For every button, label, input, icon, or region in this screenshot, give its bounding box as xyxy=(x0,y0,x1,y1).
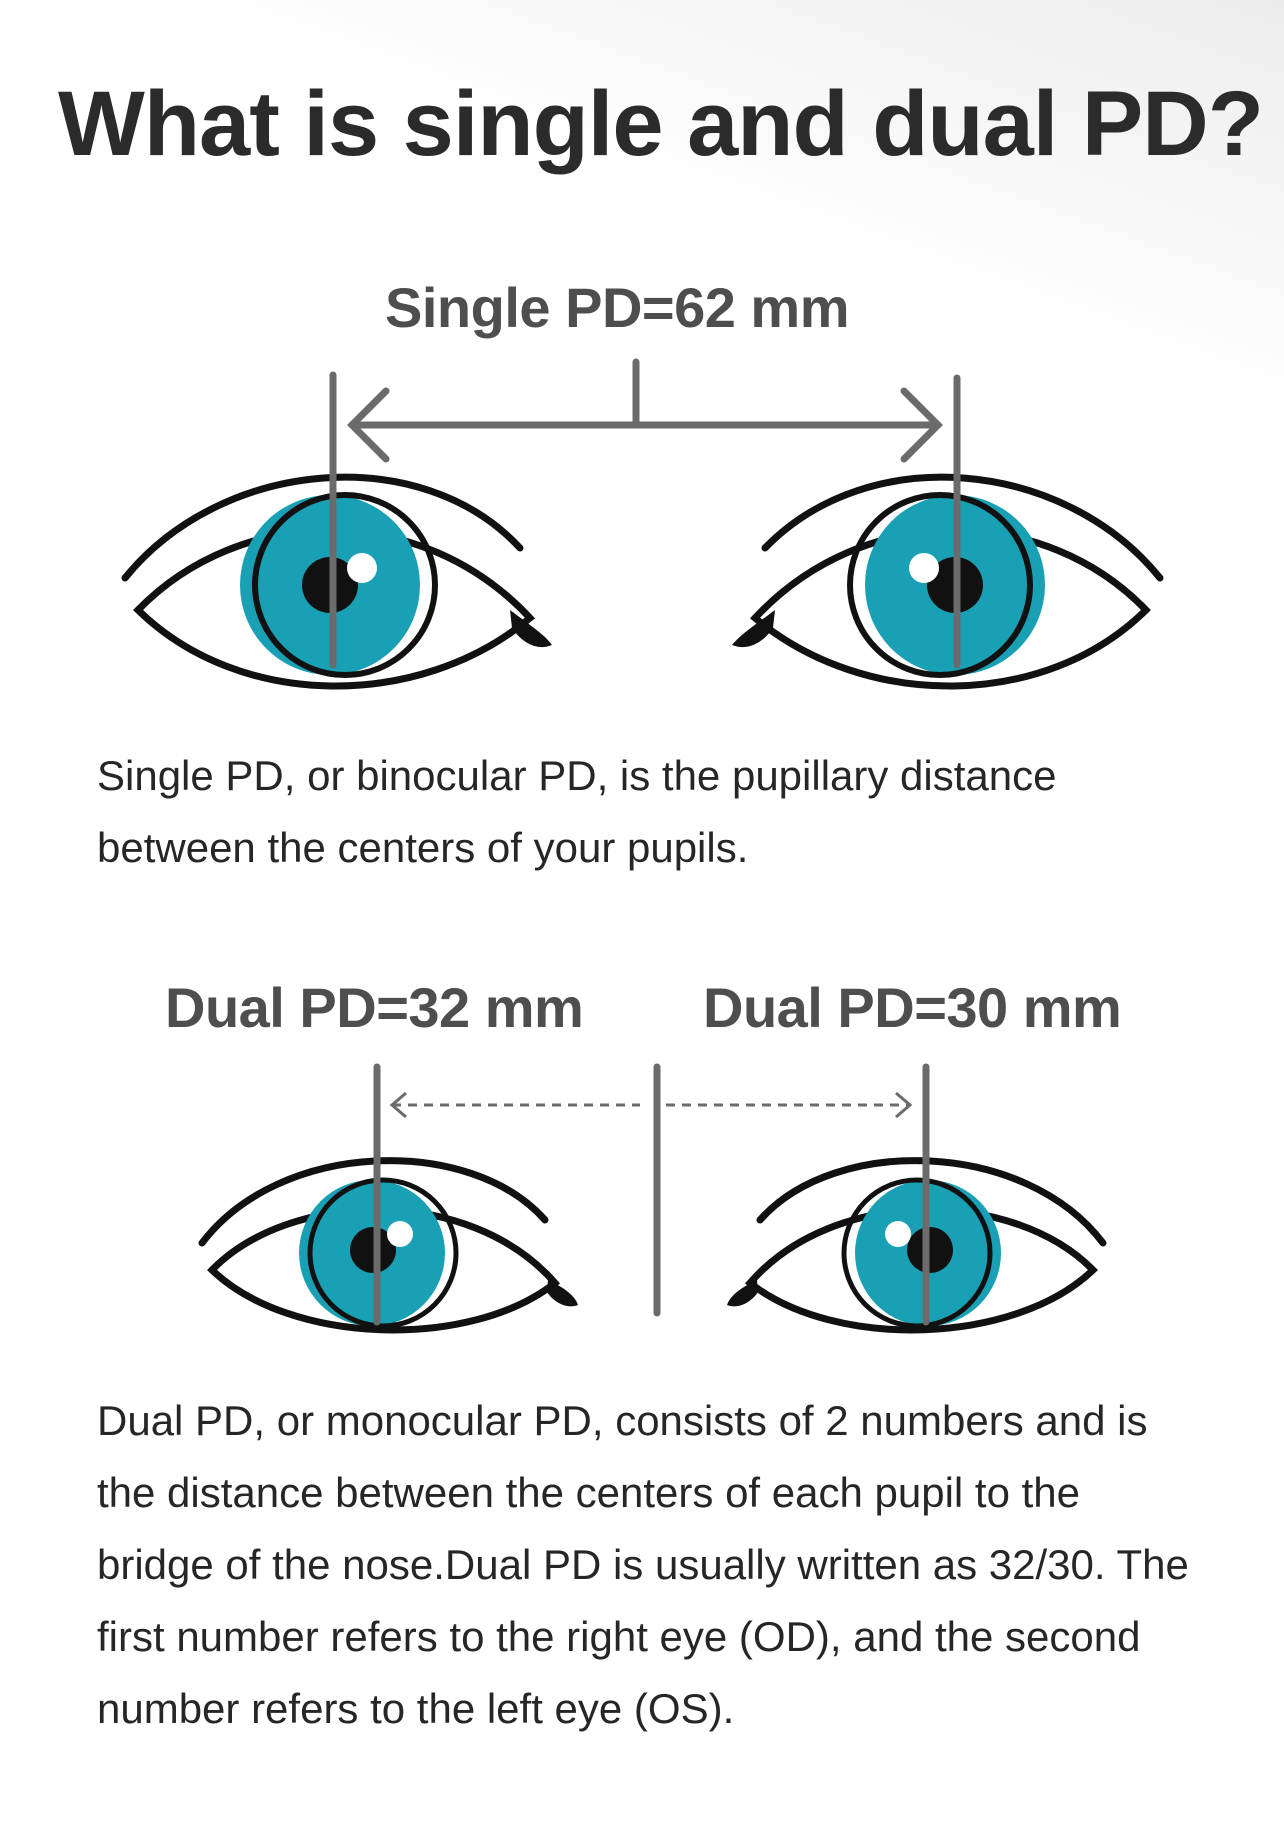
dual-left-eye-icon xyxy=(727,1157,1107,1334)
single-pd-label: Single PD=62 mm xyxy=(385,276,850,339)
single-pd-description: Single PD, or binocular PD, is the pupil… xyxy=(97,752,1057,871)
dual-right-eye-icon xyxy=(198,1157,578,1334)
dual-pd-arrows xyxy=(389,1091,913,1119)
single-pd-arrow xyxy=(347,358,943,463)
dual-pd-description: Dual PD, or monocular PD, consists of 2 … xyxy=(97,1397,1189,1732)
page-title: What is single and dual PD? xyxy=(58,73,1264,175)
dual-pd-right-label: Dual PD=32 mm xyxy=(165,976,584,1039)
dual-pd-left-label: Dual PD=30 mm xyxy=(703,976,1122,1039)
